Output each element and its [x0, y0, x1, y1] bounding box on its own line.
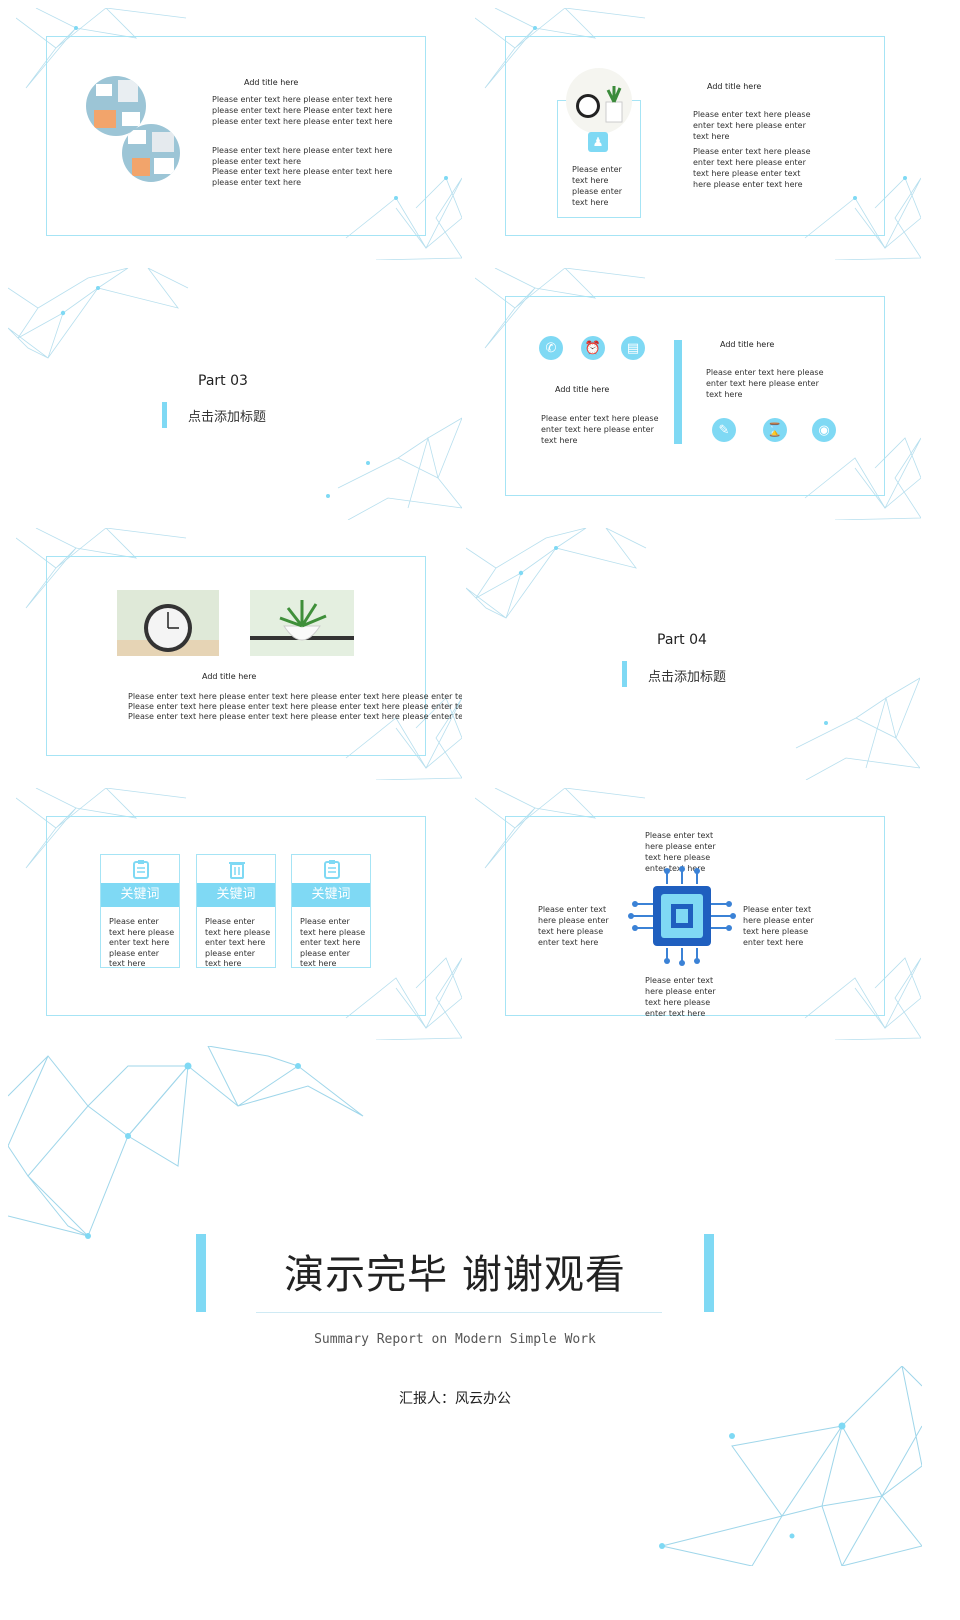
clipboard-icon [133, 860, 149, 879]
keyword-card: 关键词 Please enter text here please enter … [291, 854, 371, 968]
final-slide: 演示完毕 谢谢观看 Summary Report on Modern Simpl… [8, 1046, 922, 1566]
plant-photo [250, 590, 354, 656]
left-accent-bar [196, 1234, 206, 1312]
accent-bar [622, 661, 627, 687]
network-decoration [475, 788, 921, 1040]
network-decoration [16, 8, 462, 260]
network-decoration [16, 528, 462, 780]
card-text: Please enter text here please enter text… [572, 165, 623, 207]
keyword-text: Please enter text here please enter text… [109, 917, 175, 968]
clipboard-icon [324, 860, 340, 879]
body-text: Please enter text here please enter text… [212, 95, 393, 126]
top-text: Please enter text here please enter text… [645, 831, 716, 873]
right-text: Please enter text here please enter text… [743, 905, 814, 947]
slide-6: Part 04 点击添加标题 [466, 528, 920, 780]
slide-5: Add title here Please enter text here pl… [16, 528, 462, 780]
slide-7: 关键词 Please enter text here please enter … [16, 788, 462, 1040]
headline-underline [256, 1312, 662, 1313]
part-label: Part 03 [198, 373, 248, 389]
network-decoration [16, 788, 462, 1040]
slide-8: Please enter text here please enter text… [475, 788, 921, 1040]
network-decoration [475, 268, 921, 520]
slide-4: ✆ ⏰ ▤ Add title here Please enter text h… [475, 268, 921, 520]
accent-bar [162, 402, 167, 428]
document-icon: ▤ [621, 336, 645, 360]
slide-frame [505, 36, 885, 236]
network-decoration [475, 8, 921, 260]
whatsapp-icon: ✆ [539, 336, 563, 360]
bottom-text: Please enter text here please enter text… [645, 976, 716, 1018]
network-decoration-bottom [659, 1366, 922, 1566]
slide-frame [505, 816, 885, 1016]
keyword-label: 关键词 [101, 883, 179, 907]
left-title: Add title here [555, 385, 610, 394]
left-text: Please enter text here please enter text… [541, 414, 659, 445]
contact-icon: ♟ [588, 132, 608, 152]
clock-plant-photo [566, 68, 632, 134]
pencil-icon: ✎ [712, 418, 736, 442]
slide-title: Add title here [707, 82, 762, 91]
slide-2: ♟ Please enter text here please enter te… [475, 8, 921, 260]
alarm-clock-photo [117, 590, 219, 656]
alarm-icon: ⏰ [581, 336, 605, 360]
section-subtitle: 点击添加标题 [648, 670, 727, 685]
body-text: Please enter text here please enter text… [693, 147, 811, 189]
part-label: Part 04 [657, 632, 707, 648]
body-line-1: Please enter text here please enter text… [128, 692, 462, 701]
body-text: Please enter text here please enter text… [212, 146, 393, 166]
keyword-text: Please enter text here please enter text… [300, 917, 366, 968]
network-decoration-top [8, 1046, 364, 1239]
photo-circle-1 [86, 76, 146, 136]
keyword-label: 关键词 [292, 883, 370, 907]
chip-icon [628, 866, 736, 966]
reporter: 汇报人：风云办公 [399, 1391, 511, 1407]
trash-icon [229, 862, 245, 879]
network-decoration [466, 528, 920, 780]
slide-frame [46, 36, 426, 236]
slide-1: Add title here Please enter text here pl… [16, 8, 462, 260]
left-text: Please enter text here please enter text… [538, 905, 609, 947]
keyword-label: 关键词 [197, 883, 275, 907]
unlock-icon: ◉ [812, 418, 836, 442]
slide-title: Add title here [244, 78, 299, 87]
headline: 演示完毕 谢谢观看 [284, 1252, 626, 1298]
slide-frame [46, 556, 426, 756]
keyword-card: 关键词 Please enter text here please enter … [100, 854, 180, 968]
body-text: Please enter text here please enter text… [212, 167, 393, 187]
hourglass-icon: ⌛ [763, 418, 787, 442]
photo-circle-2 [122, 124, 180, 182]
section-subtitle: 点击添加标题 [188, 410, 267, 425]
body-text: Please enter text here please enter text… [693, 110, 811, 141]
slide-frame [46, 816, 426, 1016]
subtitle: Summary Report on Modern Simple Work [314, 1332, 596, 1347]
slide-title: Add title here [202, 672, 257, 681]
slide-frame [505, 296, 885, 496]
divider-bar [674, 340, 682, 444]
right-text: Please enter text here please enter text… [706, 368, 824, 399]
keyword-card: 关键词 Please enter text here please enter … [196, 854, 276, 968]
keyword-text: Please enter text here please enter text… [205, 917, 271, 968]
body-line-2: Please enter text here please enter text… [128, 702, 462, 711]
right-title: Add title here [720, 340, 775, 349]
slide-3: Part 03 点击添加标题 [8, 268, 462, 520]
right-accent-bar [704, 1234, 714, 1312]
network-decoration [8, 268, 462, 520]
body-line-3: Please enter text here please enter text… [128, 712, 462, 721]
